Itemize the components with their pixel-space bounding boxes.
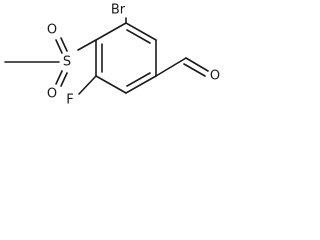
fluorine-bond bbox=[78, 75, 97, 95]
sulfur-label: S bbox=[63, 55, 71, 70]
sulfur-oxygen-top-bond-b bbox=[60, 37, 68, 52]
sulfur-ring-bond bbox=[77, 39, 97, 51]
fluorine-label: F bbox=[66, 93, 73, 108]
ring-bond-c3-c4 bbox=[125, 75, 157, 94]
ring-double-bond-c1-c2 bbox=[126, 29, 151, 44]
ring-bond-c1-c2 bbox=[125, 22, 157, 41]
sulfur-oxygen-top-bond-a bbox=[55, 39, 63, 54]
sulfonyl-oxygen-top-label: O bbox=[47, 23, 57, 38]
bromine-label: Br bbox=[111, 3, 126, 18]
aldehyde-oxygen-label: O bbox=[210, 69, 220, 84]
aldehyde-bond-ring-c bbox=[155, 57, 187, 77]
aldehyde-bond-c-o bbox=[185, 57, 209, 72]
sulfur-oxygen-bottom-bond-b bbox=[60, 72, 68, 87]
sulfur-oxygen-bottom-bond-a bbox=[55, 70, 63, 85]
molecule-structure: Br S O O F O bbox=[4, 3, 220, 108]
ring-double-bond-c3-c4 bbox=[126, 72, 151, 87]
sulfonyl-oxygen-bottom-label: O bbox=[47, 87, 57, 102]
ring-bond-c6-c1 bbox=[95, 22, 127, 41]
aldehyde-double-bond-c-o bbox=[183, 63, 206, 77]
ring-bond-c4-c5 bbox=[95, 75, 127, 94]
